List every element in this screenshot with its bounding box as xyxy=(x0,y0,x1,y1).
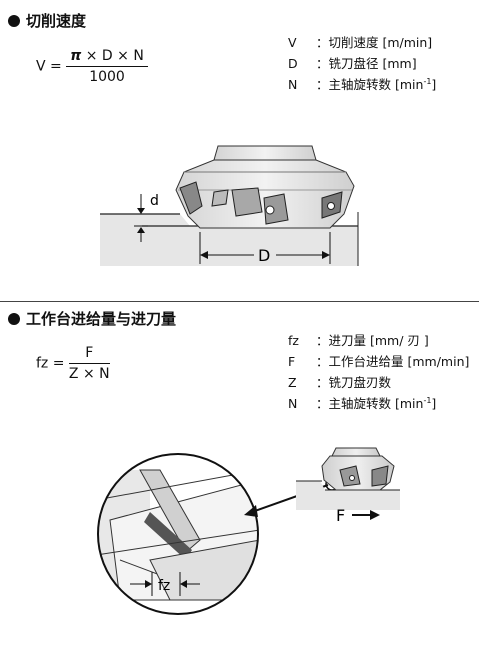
definition-superscript: -1 xyxy=(423,76,432,86)
definition-symbol: F xyxy=(288,354,296,369)
formula-lhs: V = xyxy=(36,58,62,75)
definition-text: ：主轴旋转数 [min xyxy=(316,77,424,92)
definition-symbol: fz xyxy=(288,333,299,348)
definition-n2: N ：主轴旋转数 [min-1] xyxy=(288,393,436,412)
pi-symbol: π xyxy=(70,48,82,64)
section2-title: 工作台进给量与进刀量 xyxy=(26,310,177,328)
formula-fraction: F Z × N xyxy=(68,345,110,382)
depth-dimension xyxy=(134,194,148,242)
depth-label: d xyxy=(150,193,159,209)
definition-d: D ：铣刀盘径 [mm] xyxy=(288,53,417,72)
formula-denominator: 1000 xyxy=(89,69,125,85)
definition-text: ：主轴旋转数 [min xyxy=(316,396,424,411)
milling-cutter xyxy=(175,145,355,229)
section2-heading: 工作台进给量与进刀量 xyxy=(8,308,176,329)
definition-f: F ：工作台进给量 [mm/min] xyxy=(288,351,469,370)
definition-fz: fz ：进刀量 [mm/ 刃 ] xyxy=(288,330,429,349)
cutting-insert-icon xyxy=(179,181,343,225)
definition-symbol: N xyxy=(288,396,298,411)
definition-text: ：铣刀盘刃数 xyxy=(316,375,392,390)
section1-heading: 切削速度 xyxy=(8,10,86,31)
cutting-speed-formula: V = π × D × N 1000 xyxy=(36,48,148,85)
bullet-icon xyxy=(8,313,20,325)
formula-numerator: F xyxy=(68,345,110,364)
definition-text: ：进刀量 [mm/ 刃 ] xyxy=(316,333,429,348)
definition-superscript: -1 xyxy=(423,395,432,405)
feed-label: F xyxy=(336,506,345,525)
definition-symbol: V xyxy=(288,35,297,50)
formula-numerator: × D × N xyxy=(81,48,144,64)
definition-text: ：铣刀盘径 [mm] xyxy=(316,56,417,71)
face-mill-diagram: d D xyxy=(100,145,359,266)
definition-v: V ：切削速度 [m/min] xyxy=(288,32,432,51)
section1-title: 切削速度 xyxy=(26,12,87,30)
formula-fraction: π × D × N 1000 xyxy=(66,48,148,85)
diameter-dimension xyxy=(199,232,331,264)
small-milling-cutter xyxy=(296,447,400,510)
formula-denominator: Z × N xyxy=(68,366,110,382)
definition-symbol: Z xyxy=(288,375,297,390)
section-divider xyxy=(0,301,479,302)
definition-symbol: D xyxy=(288,56,298,71)
definition-suffix: ] xyxy=(431,396,437,411)
diameter-label: D xyxy=(258,246,270,265)
definition-n: N ：主轴旋转数 [min-1] xyxy=(288,74,436,93)
bullet-icon xyxy=(8,15,20,27)
definition-z: Z ：铣刀盘刃数 xyxy=(288,372,391,391)
feed-per-tooth-label: fz xyxy=(158,578,170,594)
magnified-view xyxy=(97,453,259,615)
definition-symbol: N xyxy=(288,77,298,92)
feed-direction-arrow-icon xyxy=(352,510,380,520)
definition-text: ：工作台进给量 [mm/min] xyxy=(316,354,470,369)
definition-suffix: ] xyxy=(431,77,437,92)
definition-text: ：切削速度 [m/min] xyxy=(316,35,433,50)
formula-lhs: fz = xyxy=(36,355,65,372)
feed-per-tooth-formula: fz = F Z × N xyxy=(36,345,110,382)
